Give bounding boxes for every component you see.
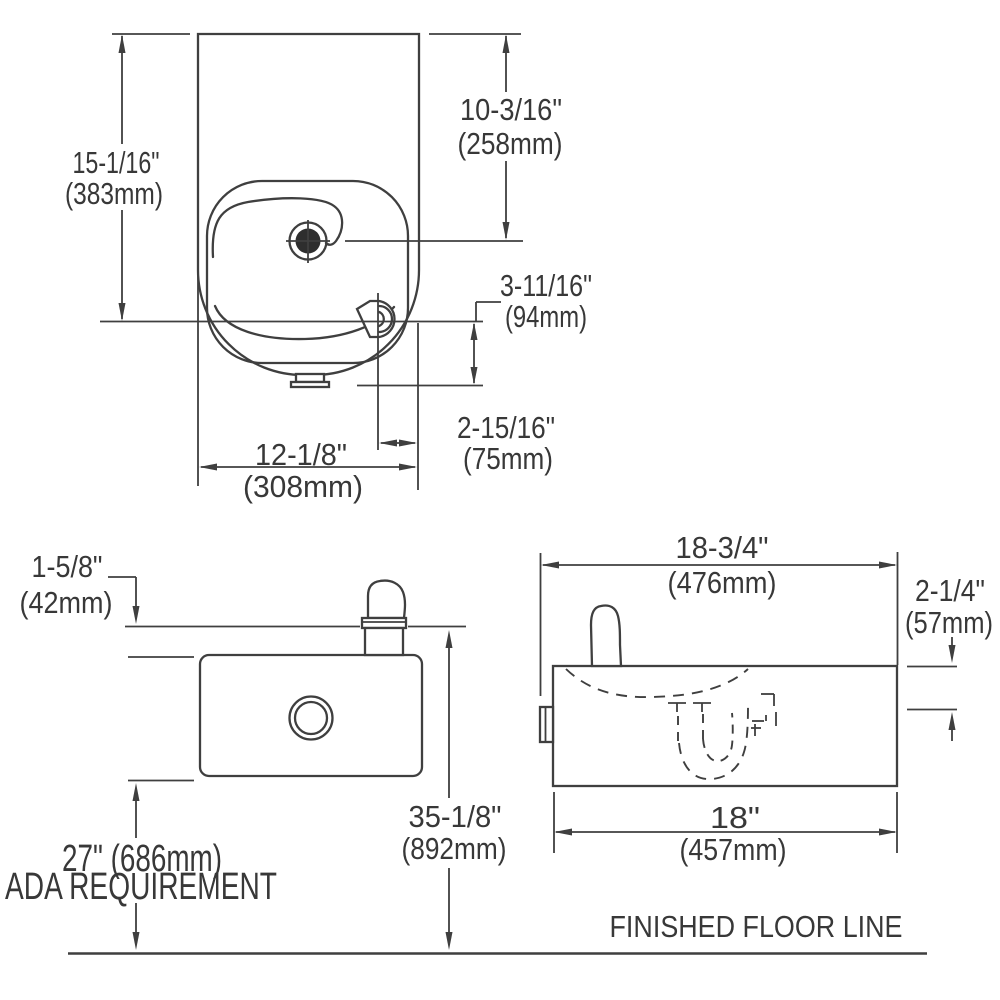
- dim-overall-depth: 18-3/4" (476mm): [539, 530, 899, 696]
- arrowhead-left: [199, 463, 217, 471]
- dim-label-in: 18": [710, 800, 760, 835]
- dim-label-in: 12-1/8": [255, 437, 347, 472]
- dim-label-in: 18-3/4": [676, 530, 769, 565]
- dim-unit-width: 12-1/8" (308mm): [199, 437, 417, 504]
- dim-label-in: 10-3/16": [460, 92, 562, 127]
- dim-label-in: 35-1/8": [409, 799, 502, 834]
- arrowhead-down: [948, 645, 956, 663]
- body-outline: [551, 664, 899, 788]
- dim-label-in: 1-5/8": [32, 549, 103, 584]
- dim-top-to-outlet: 2-1/4" (57mm): [905, 573, 993, 741]
- mounting-bracket: [538, 705, 555, 744]
- arrowhead-down: [132, 606, 140, 624]
- push-button-outer: [288, 695, 334, 741]
- arrowhead-right: [879, 561, 897, 569]
- dim-label-mm: (42mm): [20, 585, 113, 620]
- dim-label-in: 2-1/4": [915, 573, 985, 608]
- dim-bubbler-to-edge: 2-15/16" (75mm): [379, 410, 555, 476]
- cabinet-outline: [198, 653, 424, 778]
- bubbler-mouth-arc: [377, 310, 385, 328]
- bubbler-hook: [366, 579, 407, 620]
- dim-label-mm: (383mm): [65, 176, 163, 211]
- arrowhead-up: [948, 712, 956, 730]
- arrowhead-up: [118, 34, 126, 53]
- dim-label-mm: (476mm): [668, 565, 777, 600]
- dim-unit-height: 15-1/16" (383mm): [65, 33, 190, 321]
- dim-label-mm: (75mm): [463, 441, 553, 476]
- waste-fitting-base: [289, 380, 331, 389]
- arrowhead-up: [445, 630, 453, 648]
- bubbler-guard: [355, 299, 396, 339]
- dim-label-mm: (258mm): [458, 126, 563, 161]
- arrowhead-up: [132, 783, 140, 801]
- dim-label-mm: (94mm): [505, 299, 587, 334]
- floor: FINISHED FLOOR LINE: [68, 909, 927, 955]
- floor-line-label: FINISHED FLOOR LINE: [610, 909, 903, 944]
- dim-top-to-drain: 10-3/16" (258mm): [429, 33, 563, 240]
- ada-requirement-label: ADA REQUIREMENT: [5, 866, 277, 908]
- dim-label-mm: (57mm): [905, 605, 993, 640]
- side-view: 18-3/4" (476mm) 2-1/4" (57mm) 18" (457mm…: [538, 530, 993, 867]
- arrowhead-down: [502, 222, 510, 240]
- arrowhead-down: [445, 932, 453, 950]
- hidden-fitting-marks: [751, 693, 777, 736]
- dim-label-in: 15-1/16": [73, 145, 160, 180]
- top-view: 15-1/16" (383mm) 10-3/16" (258mm) 3-11/1…: [65, 32, 592, 504]
- hidden-trap-outer: [678, 706, 749, 780]
- arrowhead-down: [118, 303, 126, 321]
- arrowhead-down: [132, 932, 140, 950]
- dim-spout-height: 35-1/8" (892mm): [402, 630, 507, 950]
- dim-label-in: 2-15/16": [457, 410, 555, 445]
- dim-label-mm: (892mm): [402, 831, 507, 866]
- bubbler-side: [589, 604, 623, 668]
- arrowhead-up: [502, 34, 510, 53]
- waste-fitting-neck: [294, 372, 326, 384]
- dim-label-mm: (457mm): [680, 832, 787, 867]
- arrowhead-right: [879, 828, 897, 836]
- bubbler-collar: [360, 616, 408, 630]
- hidden-basin-line: [565, 668, 749, 699]
- dim-bubbler-setback: 3-11/16" (94mm): [470, 268, 592, 385]
- arrowhead-right: [399, 439, 417, 447]
- bubbler-neck: [363, 626, 405, 657]
- front-view: 1-5/8" (42mm) 27" (686mm) ADA REQUIREMEN…: [5, 549, 507, 950]
- bubbler-inner-arc: [377, 304, 394, 334]
- dim-spout-above-top: 1-5/8" (42mm): [20, 549, 140, 624]
- push-button-inner: [293, 700, 329, 736]
- arrowhead-left: [379, 439, 397, 447]
- arrowhead-left: [541, 561, 559, 569]
- dim-ada-clearance: 27" (686mm) ADA REQUIREMENT: [5, 779, 277, 950]
- dim-label-in: 3-11/16": [500, 268, 592, 303]
- basin-rim: [205, 179, 410, 365]
- arrowhead-left: [554, 828, 572, 836]
- arrowhead-up: [470, 322, 478, 340]
- dim-label-mm: (308mm): [243, 469, 363, 504]
- arrowhead-right: [399, 463, 417, 471]
- hidden-trap-inner: [702, 712, 734, 762]
- basin-swirl-line: [211, 197, 344, 259]
- arrowhead-down: [470, 367, 478, 385]
- dim-body-depth: 18" (457mm): [553, 792, 898, 867]
- ada-dim-label: 27" (686mm): [62, 838, 222, 880]
